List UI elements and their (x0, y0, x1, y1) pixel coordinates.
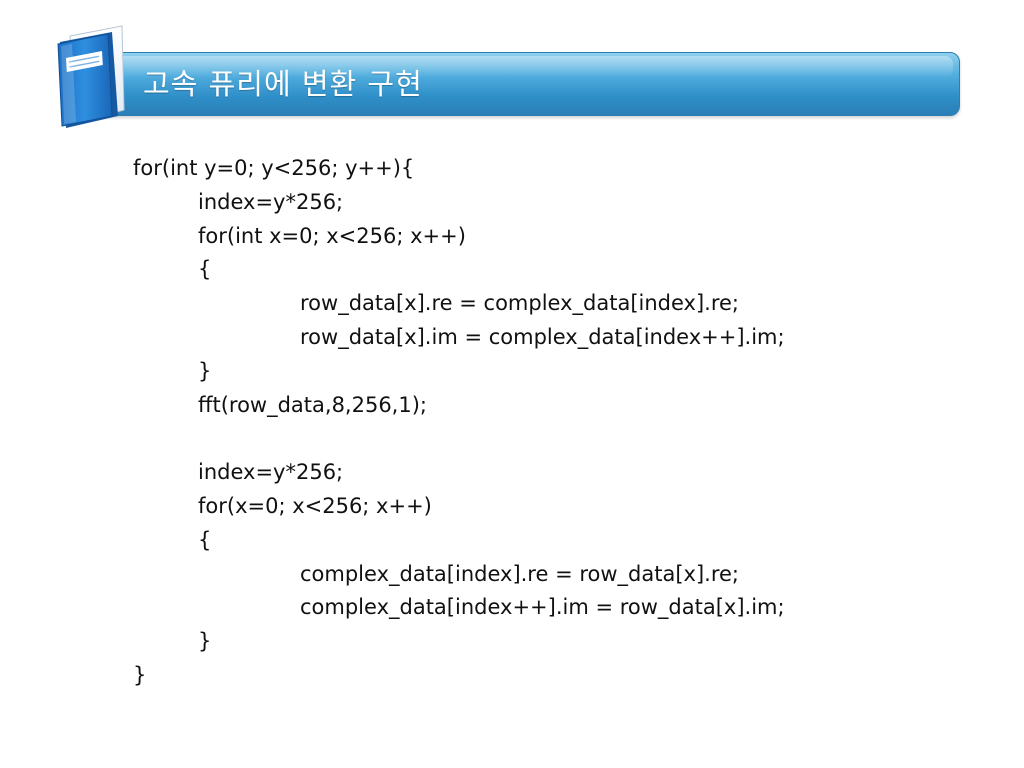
code-line: { (198, 257, 212, 282)
code-line: { (198, 527, 212, 552)
code-line: row_data[x].re = complex_data[index].re; (300, 291, 740, 316)
code-line: for(x=0; x<256; x++) (198, 493, 432, 518)
code-line (133, 422, 785, 456)
title-bar: 고속 퓨리에 변환 구현 (86, 52, 960, 116)
code-line: for(int x=0; x<256; x++) (198, 223, 466, 248)
code-line: complex_data[index].re = row_data[x].re; (300, 561, 740, 586)
code-line: } (198, 629, 212, 654)
code-line: } (198, 358, 212, 383)
book-icon (57, 25, 125, 128)
code-line: } (133, 662, 147, 687)
code-line: index=y*256; (198, 460, 344, 485)
slide-title: 고속 퓨리에 변환 구현 (143, 67, 423, 101)
code-block: for(int y=0; y<256; y++){ index=y*256; for… (133, 152, 785, 693)
code-line: row_data[x].im = complex_data[index++].i… (300, 324, 785, 349)
code-line: for(int y=0; y<256; y++){ (133, 156, 415, 180)
code-line: fft(row_data,8,256,1); (198, 392, 427, 417)
code-line: index=y*256; (198, 189, 344, 214)
code-line: complex_data[index++].im = row_data[x].i… (300, 595, 785, 620)
